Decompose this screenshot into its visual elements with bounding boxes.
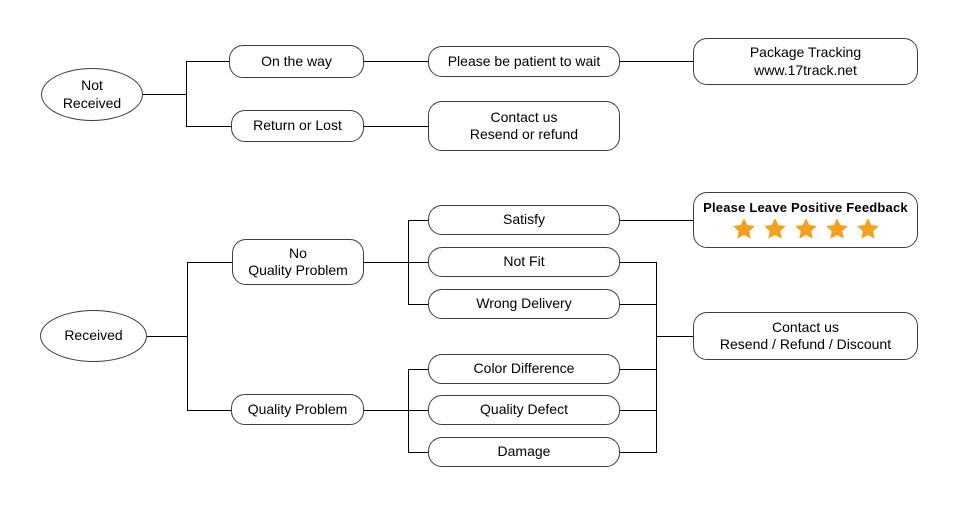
node-not-fit-label: Not Fit bbox=[503, 253, 545, 270]
connector-not-received-bus bbox=[186, 61, 187, 127]
connector-merge-bus bbox=[656, 262, 657, 453]
connector-to-on-the-way bbox=[186, 61, 229, 62]
connector-qp-to-quality-defect bbox=[408, 410, 428, 411]
node-damage-label: Damage bbox=[497, 443, 551, 460]
node-wrong-delivery[interactable]: Wrong Delivery bbox=[428, 289, 620, 319]
connector-merge-to-contact bbox=[656, 336, 693, 337]
node-quality-problem[interactable]: Quality Problem bbox=[231, 394, 364, 425]
node-please-be-patient[interactable]: Please be patient to wait bbox=[428, 46, 620, 77]
node-on-the-way[interactable]: On the way bbox=[229, 45, 364, 78]
connector-nqp-to-satisfy bbox=[408, 220, 428, 221]
connector-to-return-or-lost bbox=[186, 126, 231, 127]
node-color-difference-label: Color Difference bbox=[473, 360, 575, 377]
star-icon[interactable] bbox=[732, 217, 756, 240]
connector-color-difference-to-merge bbox=[620, 369, 656, 370]
connector-qp-stem bbox=[364, 410, 408, 411]
positive-feedback-label: Please Leave Positive Feedback bbox=[703, 200, 908, 215]
node-not-fit[interactable]: Not Fit bbox=[428, 247, 620, 277]
node-quality-defect-label: Quality Defect bbox=[480, 401, 568, 418]
connector-quality-defect-to-merge bbox=[620, 410, 656, 411]
node-color-difference[interactable]: Color Difference bbox=[428, 354, 620, 384]
node-contact-resend-refund-label: Contact us Resend or refund bbox=[469, 108, 579, 143]
node-on-the-way-label: On the way bbox=[261, 52, 332, 69]
connector-received-bus bbox=[187, 262, 188, 410]
node-quality-problem-label: Quality Problem bbox=[247, 400, 348, 417]
node-satisfy[interactable]: Satisfy bbox=[428, 205, 620, 235]
node-contact-resend-refund[interactable]: Contact us Resend or refund bbox=[428, 101, 620, 151]
connector-received-stem bbox=[147, 336, 187, 337]
star-icon[interactable] bbox=[763, 217, 787, 240]
connector-return-to-contact bbox=[364, 126, 428, 127]
connector-to-quality-problem bbox=[187, 410, 231, 411]
node-received-label: Received bbox=[64, 327, 123, 344]
node-contact-resend-refund-discount[interactable]: Contact us Resend / Refund / Discount bbox=[693, 312, 918, 360]
connector-nqp-to-wrong-delivery bbox=[408, 304, 428, 305]
star-icon[interactable] bbox=[794, 217, 818, 240]
node-damage[interactable]: Damage bbox=[428, 437, 620, 467]
node-positive-feedback[interactable]: Please Leave Positive Feedback bbox=[693, 192, 918, 248]
connector-to-no-quality-problem bbox=[187, 262, 232, 263]
connector-not-fit-to-merge bbox=[620, 262, 656, 263]
connector-damage-to-merge bbox=[620, 452, 656, 453]
node-return-or-lost-label: Return or Lost bbox=[253, 117, 342, 134]
connector-wrong-delivery-to-merge bbox=[620, 304, 656, 305]
connector-not-received-stem bbox=[143, 94, 186, 95]
node-contact-resend-refund-discount-label: Contact us Resend / Refund / Discount bbox=[719, 318, 892, 353]
connector-qp-to-damage bbox=[408, 452, 428, 453]
connector-wait-to-tracking bbox=[620, 61, 693, 62]
node-no-quality-problem-label: No Quality Problem bbox=[248, 244, 348, 279]
star-rating[interactable] bbox=[732, 217, 880, 240]
node-wrong-delivery-label: Wrong Delivery bbox=[476, 295, 572, 312]
node-return-or-lost[interactable]: Return or Lost bbox=[231, 110, 364, 142]
node-not-received-label: Not Received bbox=[62, 77, 122, 111]
node-quality-defect[interactable]: Quality Defect bbox=[428, 395, 620, 425]
node-satisfy-label: Satisfy bbox=[502, 211, 545, 228]
connector-nqp-to-not-fit bbox=[408, 262, 428, 263]
node-package-tracking-label: Package Tracking www.17track.net bbox=[749, 44, 862, 78]
connector-satisfy-to-feedback bbox=[620, 220, 693, 221]
node-not-received[interactable]: Not Received bbox=[41, 68, 143, 121]
star-icon[interactable] bbox=[825, 217, 849, 240]
node-please-be-patient-label: Please be patient to wait bbox=[447, 52, 601, 69]
connector-qp-to-color-difference bbox=[408, 369, 428, 370]
node-received[interactable]: Received bbox=[40, 310, 147, 362]
connector-nqp-stem bbox=[364, 262, 408, 263]
node-package-tracking[interactable]: Package Tracking www.17track.net bbox=[693, 38, 918, 85]
connector-on-the-way-to-wait bbox=[364, 61, 428, 62]
node-no-quality-problem[interactable]: No Quality Problem bbox=[232, 239, 364, 285]
star-icon[interactable] bbox=[856, 217, 880, 240]
